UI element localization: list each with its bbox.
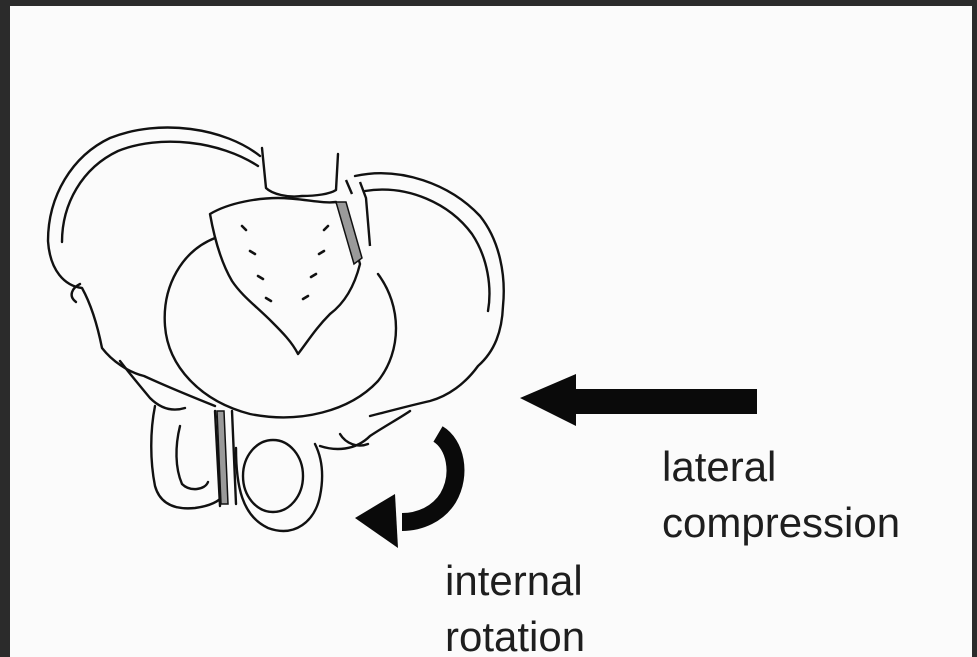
left-iliac-crest-inner (62, 142, 258, 242)
internal-rotation-label-line2: rotation (445, 610, 585, 657)
lateral-compression-arrow-icon (520, 374, 757, 426)
sacral-fracture-line (336, 202, 362, 264)
lateral-compression-label-line1: lateral (662, 440, 776, 494)
right-ischium (236, 444, 322, 531)
lateral-compression-label-line2: compression (662, 496, 900, 550)
left-obturator (176, 426, 208, 489)
diagram-canvas: lateral compression internal rotation (10, 6, 972, 657)
lumbar-vertebra (262, 148, 338, 197)
pelvic-inlet (165, 238, 396, 417)
internal-rotation-label-line1: internal (445, 554, 583, 608)
left-ischium (151, 406, 222, 508)
internal-rotation-arrow-icon (355, 434, 455, 548)
sacrum (210, 198, 360, 354)
left-iliac-wing (48, 128, 260, 406)
right-obturator (243, 440, 303, 512)
right-iliac-wing (355, 173, 504, 416)
